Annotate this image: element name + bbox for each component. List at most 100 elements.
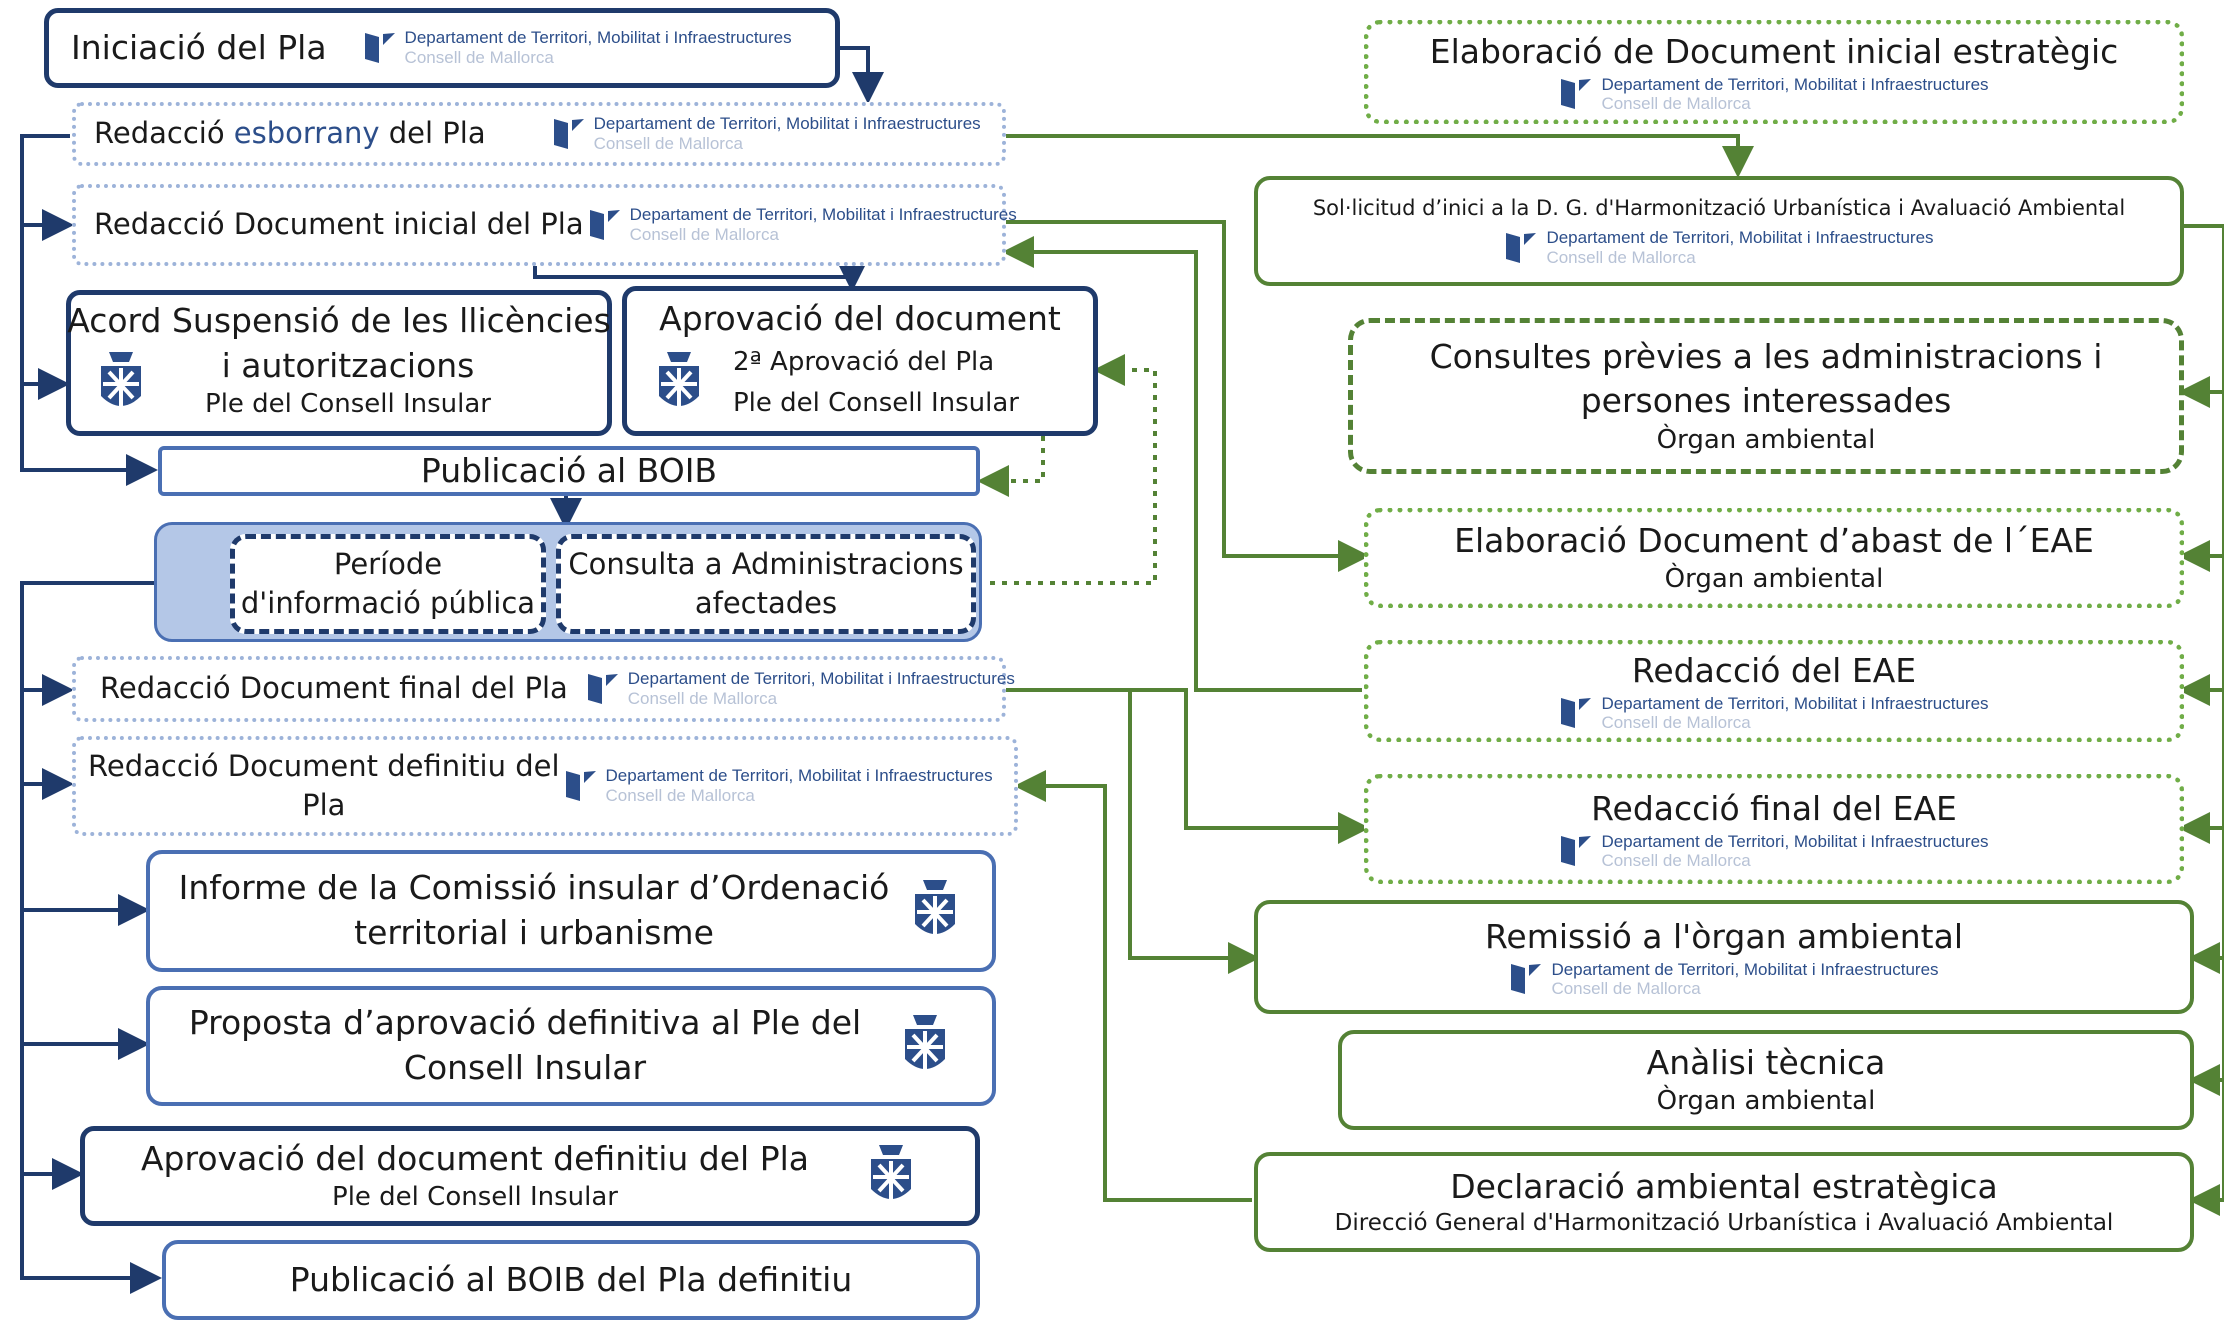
- node-aprov-def-line2: Ple del Consell Insular: [332, 1182, 618, 1213]
- node-remissio: Remissió a l'òrgan ambiental Departament…: [1254, 900, 2194, 1014]
- department-sub: Consell de Mallorca: [629, 225, 779, 244]
- node-aprovacio-definitiu: Aprovació del document definitiu del Pla…: [80, 1126, 980, 1226]
- connector-declaracio-doc-definitiu: [1014, 770, 1252, 1202]
- node-final-eae-label: Redacció final del EAE: [1591, 789, 1957, 829]
- node-consultes-line2: persones interessades: [1580, 381, 1952, 421]
- node-esborrany-label: Redacció esborrany del Pla: [94, 116, 486, 151]
- department-logo-icon: [1511, 964, 1542, 995]
- department-name: Departament de Territori, Mobilitat i In…: [404, 28, 792, 48]
- node-periode-line2: d'informació pública: [240, 586, 536, 620]
- node-document-abast: Elaboració Document d’abast de l´EAE Òrg…: [1364, 508, 2184, 608]
- department-sub: Consell de Mallorca: [1551, 979, 1701, 999]
- node-declaracio-label: Declaració ambiental estratègica: [1450, 1166, 1998, 1206]
- node-informe-line2: territorial i urbanisme: [354, 913, 714, 952]
- node-redaccio-final-eae: Redacció final del EAE Departament de Te…: [1364, 774, 2184, 884]
- department-sub: Consell de Mallorca: [1601, 94, 1751, 114]
- node-acord-suspensio: Acord Suspensió de les llicències i auto…: [66, 290, 612, 436]
- department-name: Departament de Territori, Mobilitat i In…: [593, 114, 981, 134]
- node-abast-sub: Òrgan ambiental: [1664, 564, 1884, 595]
- node-publicacio-definitiu: Publicació al BOIB del Pla definitiu: [162, 1240, 980, 1320]
- consell-seal-icon: [915, 880, 956, 936]
- department-sub: Consell de Mallorca: [1601, 851, 1751, 871]
- department-logo-group: Departament de Territori, Mobilitat i In…: [552, 114, 981, 153]
- node-remissio-label: Remissió a l'òrgan ambiental: [1484, 917, 1964, 957]
- department-logo-group: Departament de Territori, Mobilitat i In…: [1504, 228, 1934, 267]
- consell-seal-icon: [871, 1145, 912, 1201]
- node-doc-definitiu-line2: Pla: [302, 788, 346, 822]
- node-declaracio-sub: Direcció General d'Harmonització Urbanís…: [1334, 1210, 2114, 1237]
- node-consultes-line1: Consultes prèvies a les administracions …: [1429, 336, 2103, 376]
- node-publicacio-label: Publicació al BOIB: [420, 450, 718, 490]
- department-sub: Consell de Mallorca: [593, 134, 743, 153]
- node-consultes-previes: Consultes prèvies a les administracions …: [1348, 318, 2184, 474]
- node-sollicitud-inici: Sol·licitud d’inici a la D. G. d'Harmoni…: [1254, 176, 2184, 286]
- department-sub: Consell de Mallorca: [627, 689, 778, 708]
- node-redaccio-doc-definitiu: Redacció Document definitiu del Pla Depa…: [72, 736, 1018, 836]
- department-sub: Consell de Mallorca: [605, 786, 755, 805]
- node-aprovacio-line1: 2ª Aprovació del Pla: [733, 346, 995, 377]
- node-iniciacio-label: Iniciació del Pla: [71, 27, 327, 67]
- department-logo-icon: [1561, 698, 1592, 729]
- connector-doc-final-remissio: [1006, 688, 1260, 974]
- consell-seal-icon: [905, 1015, 946, 1071]
- consell-seal-icon: [101, 351, 141, 408]
- department-logo-icon: [565, 771, 596, 801]
- department-name: Departament de Territori, Mobilitat i In…: [1546, 228, 1934, 248]
- department-logo-icon: [553, 119, 584, 149]
- department-name: Departament de Territori, Mobilitat i In…: [629, 205, 1017, 225]
- department-logo-group: Departament de Territori, Mobilitat i In…: [1559, 74, 1989, 114]
- node-acord-line2: i autoritzacions: [221, 345, 475, 385]
- node-abast-label: Elaboració Document d’abast de l´EAE: [1454, 520, 2094, 560]
- department-logo-group: Departament de Territori, Mobilitat i In…: [586, 669, 1015, 708]
- department-name: Departament de Territori, Mobilitat i In…: [627, 669, 1015, 689]
- node-doc-inicial-estrategic: Elaboració de Document inicial estratègi…: [1364, 20, 2184, 124]
- node-doc-inicial-label: Redacció Document inicial del Pla: [94, 207, 584, 242]
- node-analisi-label: Anàlisi tècnica: [1646, 1042, 1886, 1082]
- node-periode-line1: Període: [333, 546, 443, 581]
- node-doc-final-label: Redacció Document final del Pla: [100, 671, 568, 706]
- node-consulta-administracions: Consulta a Administracions afectades: [556, 534, 976, 634]
- department-logo-group: Departament de Territori, Mobilitat i In…: [1559, 693, 1989, 733]
- department-name: Departament de Territori, Mobilitat i In…: [1601, 693, 1989, 713]
- node-iniciacio: Iniciació del Pla Departament de Territo…: [44, 8, 840, 88]
- department-sub: Consell de Mallorca: [1601, 713, 1751, 733]
- department-logo-icon: [1561, 79, 1592, 110]
- node-publicacio-def-label: Publicació al BOIB del Pla definitiu: [289, 1259, 853, 1299]
- connector-consulta-publicacio: [977, 436, 1045, 497]
- connector-esborrany-strategic: [1006, 134, 1754, 178]
- node-consulta-line2: afectades: [694, 586, 838, 620]
- node-redaccio-doc-final: Redacció Document final del Pla Departam…: [72, 656, 1015, 722]
- node-acord-sub: Ple del Consell Insular: [205, 389, 491, 420]
- node-analisi-sub: Òrgan ambiental: [1656, 1086, 1876, 1117]
- department-name: Departament de Territori, Mobilitat i In…: [605, 766, 993, 786]
- department-logo-icon: [1506, 232, 1537, 263]
- node-redaccio-esborrany: Redacció esborrany del Pla Departament d…: [72, 102, 1006, 166]
- consell-seal-icon: [659, 352, 699, 409]
- department-logo-group: Departament de Territori, Mobilitat i In…: [588, 205, 1017, 244]
- department-logo-icon: [1561, 836, 1592, 867]
- department-logo-group: Departament de Territori, Mobilitat i In…: [1559, 832, 1989, 871]
- node-informe-line1: Informe de la Comissió insular d’Ordenac…: [178, 868, 890, 908]
- department-logo-icon: [587, 674, 618, 704]
- node-redaccio-doc-inicial: Redacció Document inicial del Pla Depart…: [72, 184, 1017, 266]
- department-logo-group: Departament de Territori, Mobilitat i In…: [564, 766, 993, 805]
- connector-doc-final-final-eae: [1130, 688, 1370, 844]
- department-name: Departament de Territori, Mobilitat i In…: [1601, 74, 1989, 94]
- node-proposta-aprovacio: Proposta d’aprovació definitiva al Ple d…: [146, 986, 996, 1106]
- node-strategic-label: Elaboració de Document inicial estratègi…: [1429, 32, 2119, 72]
- node-proposta-line2: Consell Insular: [403, 1048, 647, 1087]
- node-consulta-line1: Consulta a Administracions: [568, 546, 964, 581]
- node-acord-line1: Acord Suspensió de les llicències: [67, 301, 611, 340]
- department-logo-icon: [589, 210, 620, 240]
- department-sub: Consell de Mallorca: [404, 48, 554, 67]
- connector-iniciacio-esborrany: [840, 46, 884, 104]
- node-consultes-sub: Òrgan ambiental: [1656, 424, 1876, 455]
- department-logo-icon: [364, 33, 395, 63]
- node-aprovacio-title: Aprovació del document: [659, 299, 1061, 338]
- node-declaracio-ambiental: Declaració ambiental estratègica Direcci…: [1254, 1152, 2194, 1252]
- node-aprovacio-line2: Ple del Consell Insular: [733, 388, 1019, 419]
- node-periode-informacio: Període d'informació pública: [230, 534, 546, 634]
- node-analisi-tecnica: Anàlisi tècnica Òrgan ambiental: [1338, 1030, 2194, 1130]
- node-eae-label: Redacció del EAE: [1631, 651, 1917, 691]
